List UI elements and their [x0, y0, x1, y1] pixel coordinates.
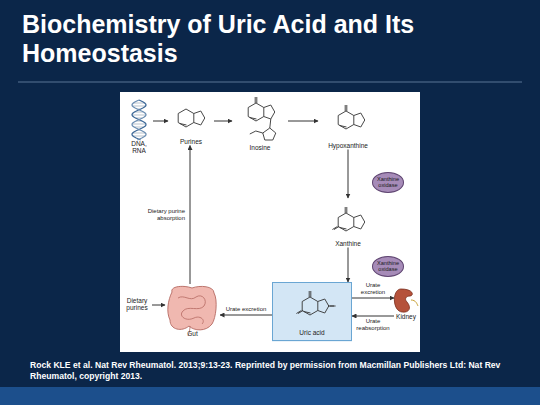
flow-arrow [348, 149, 349, 198]
enzyme-ellipse: Xanthine oxidase [372, 172, 404, 193]
arrow-label: Urate excretion [223, 306, 269, 313]
node-label: Hypoxanthine [318, 142, 378, 149]
flow-arrow [352, 316, 394, 317]
footer-bar [0, 387, 540, 405]
source-node: Dietary purines [122, 297, 152, 312]
molecule-node: Hypoxanthine [318, 96, 378, 149]
organ-node: Gut [165, 284, 220, 337]
node-label: Xanthine oxidase [375, 260, 401, 273]
enzyme-ellipse: Xanthine oxidase [372, 256, 404, 277]
dna-helix [132, 100, 146, 140]
flow-arrow [348, 247, 349, 282]
flow-arrow [288, 121, 318, 122]
flow-arrow [352, 298, 394, 299]
node-label: Purines [168, 138, 214, 145]
node-label: DNA, RNA [125, 140, 153, 155]
arrow-label: Dietary purine absorption [140, 208, 186, 222]
molecule-node: Xanthine [320, 198, 376, 247]
gut-drawing [168, 286, 216, 336]
arrow-label: Urate reabsorption [352, 318, 394, 332]
flow-arrow [190, 145, 191, 284]
node-label: Uric acid [273, 329, 351, 336]
arrow-label: Urate excretion [353, 282, 393, 296]
node-label: Dietary purines [122, 297, 152, 312]
dna-node: DNA, RNA [125, 98, 153, 155]
flow-arrow [214, 121, 232, 122]
molecule-node: Purines [168, 100, 214, 145]
molecule-node: Inosine [232, 96, 288, 151]
node-label: Inosine [232, 144, 288, 151]
flow-arrow [220, 315, 272, 316]
flow-arrow [153, 121, 168, 122]
title-rule [18, 82, 522, 83]
organ-node: Kidney [394, 288, 418, 320]
source-caption: Rock KLE et al. Nat Rev Rheumatol. 2013;… [30, 360, 520, 382]
figure-panel [120, 92, 420, 352]
kidney-drawing [394, 289, 412, 312]
slide-title: Biochemistry of Uric Acid and Its Homeos… [22, 10, 502, 68]
node-label: Gut [165, 330, 220, 337]
ureter [411, 300, 418, 306]
node-label: Xanthine oxidase [375, 176, 401, 189]
uric-acid-fill [272, 282, 352, 341]
flow-arrow [152, 305, 165, 306]
node-label: Xanthine [320, 240, 376, 247]
uric-acid-box: Uric acid [272, 282, 352, 341]
node-label: Kidney [394, 313, 418, 320]
